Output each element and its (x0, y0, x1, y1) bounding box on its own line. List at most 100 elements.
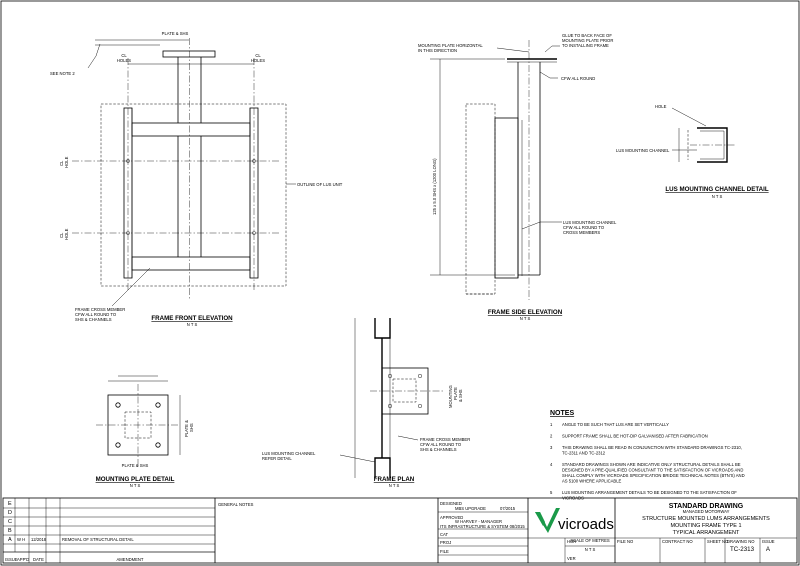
issue-value: A (766, 546, 771, 553)
rev-header-amendment: AMENDMENT (117, 557, 144, 562)
note-line: THIS DRAWING SHALL BE READ IN CONJUNCTIO… (562, 445, 742, 450)
plan-top-channel (374, 318, 391, 339)
label-cl-right: CL (255, 53, 261, 58)
label-side-plate-2: IN THIS DIRECTION (418, 48, 457, 53)
side-channel-box (494, 117, 519, 279)
label-channel-hole: HOLE (655, 104, 667, 109)
rev-header-appd: APP'D (17, 557, 29, 562)
rev-letter: D (8, 510, 12, 516)
side-elevation-scale: N T S (520, 316, 531, 321)
label-glue-2: MOUNTING PLATE PRIOR (562, 38, 613, 43)
label-plate-shs-front: PLATE & SHS (162, 31, 189, 36)
drawing-no-label: DRAWING NO (727, 539, 755, 544)
label-plan-plate-3: & SHS (458, 389, 463, 402)
label-holes-left: HOLES (117, 58, 131, 63)
label-holes-right: HOLES (251, 58, 265, 63)
side-elevation-title: FRAME SIDE ELEVATION (488, 309, 563, 316)
upper-cross-member (131, 122, 251, 137)
standard-drawing: STANDARD DRAWING (669, 503, 744, 510)
note-line: ANGLE TO BE SUCH THAT LUS ARE SET VERTIC… (562, 422, 669, 427)
label-see-note-2: SEE NOTE 2 (50, 71, 75, 76)
note-line: AS 5100 WHERE APPLICABLE (562, 479, 622, 484)
note-line: SUPPORT FRAME SHALL BE HOT-DIP GALVANISE… (562, 434, 708, 439)
rev-letter: E (8, 501, 12, 507)
drawing-no: TC-2313 (730, 546, 755, 553)
label-front-cross-2: CFW ALL ROUND TO (75, 312, 117, 317)
issue-label: ISSUE (762, 539, 775, 544)
hor-label: HOR (567, 539, 576, 544)
approved-label: APPROVED (440, 515, 463, 520)
rev-by: W H (17, 537, 25, 542)
front-elevation-scale: N T S (187, 322, 198, 327)
lus-channel-detail: HOLE LUS MOUNTING CHANNEL LUS MOUNTING C… (616, 104, 769, 199)
label-plan-cross-1: FRAME CROSS MEMBER (420, 437, 470, 442)
approved-org: ITS INFRASTRUCTURE & SYSTEM 08/2015 (440, 524, 525, 529)
rev-letter: A (8, 537, 12, 543)
rev-header-issue: ISSUE (5, 557, 18, 562)
channel-detail-scale: N T S (712, 194, 723, 199)
plate-detail-scale: N T S (130, 483, 141, 488)
title-line-3: TYPICAL ARRANGEMENT (673, 530, 740, 536)
channel-detail-title: LUS MOUNTING CHANNEL DETAIL (665, 186, 768, 193)
title-line-1: STRUCTURE MOUNTED LUMS ARRANGEMENTS (642, 516, 770, 522)
rev-amendment: REMOVAL OF STRUCTURAL DETAIL (62, 537, 134, 542)
approved-value: W HARVEY - MANAGER (455, 519, 502, 524)
label-shs-length: 125 x 5.0 SHS x (1200 LONG) (432, 158, 437, 215)
lower-cross-member (131, 256, 251, 271)
general-notes-label: GENERAL NOTES (218, 502, 254, 507)
label-front-cross-3: SHS & CHANNELS (75, 317, 112, 322)
designed-label: DESIGNED (440, 501, 462, 506)
top-plate (162, 50, 216, 58)
rev-letter: C (8, 519, 12, 525)
plan-plate (381, 367, 429, 415)
label-plan-plate-1: MOUNTING (448, 385, 453, 408)
label-outline-lus: OUTLINE OF LUS UNIT (297, 182, 343, 187)
frame-plan-scale: N T S (389, 483, 400, 488)
file-label: FILE (440, 549, 449, 554)
title-line-2: MOUNTING FRAME TYPE 1 (670, 523, 741, 529)
rev-date: 12/2018 (31, 537, 47, 542)
proj-label: PROJ (440, 540, 451, 545)
scale-value: N T S (585, 547, 596, 552)
frame-side-elevation: MOUNTING PLATE HORIZONTAL IN THIS DIRECT… (418, 33, 617, 321)
note-line: SHALL COMPLY WITH VICROADS SPECIFICATION… (562, 473, 745, 478)
scale-of-metres: SCALE OF METRES (570, 538, 610, 543)
label-side-channel-1: LUS MOUNTING CHANNEL (563, 220, 617, 225)
lus-outline (100, 103, 287, 287)
note-line: STANDARD DRAWINGS SHOWN ARE INDICATIVE O… (562, 462, 741, 467)
ver-label: VER (567, 556, 576, 561)
label-channel-name: LUS MOUNTING CHANNEL (616, 148, 670, 153)
contract-no-label: CONTRACT NO (662, 539, 693, 544)
label-cl-left: CL (121, 53, 127, 58)
label-glue-3: TO INSTALLING FRAME (562, 43, 609, 48)
label-hole-lower-cl: CL (59, 232, 64, 238)
label-plan-plate-2: PLATE (453, 387, 458, 400)
label-hole-lower: HOLE (64, 228, 69, 240)
managed-motorway: MANAGED MOTORWAY (683, 509, 730, 514)
label-cfw: CFW ALL ROUND (561, 76, 595, 81)
label-side-channel-2: CFW ALL ROUND TO (563, 225, 605, 230)
label-side-plate-1: MOUNTING PLATE HORIZONTAL (418, 43, 483, 48)
side-lus-outline (465, 103, 496, 295)
label-plate-side-1: PLATE & (184, 420, 189, 437)
label-plate-side-2: SHS (189, 423, 194, 432)
frame-front-elevation: PLATE & SHS SEE NOTE 2 CL HOLES CL HOLES… (50, 31, 343, 327)
label-plan-cross-3: SHS & CHANNELS (420, 447, 457, 452)
label-hole-upper: HOLE (64, 156, 69, 168)
plan-bottom-channel (374, 457, 391, 478)
note-number: 5 (550, 490, 553, 495)
label-front-cross-1: FRAME CROSS MEMBER (75, 307, 125, 312)
logo-text: vicroads (558, 516, 614, 533)
label-side-channel-3: CROSS MEMBERS (563, 230, 600, 235)
frame-plan-title: FRAME PLAN (374, 476, 415, 483)
designed-value: MBS UPGRADE (455, 506, 486, 511)
note-number: 3 (550, 445, 553, 450)
vicroads-logo: vicroads (535, 508, 614, 533)
front-elevation-title: FRAME FRONT ELEVATION (151, 315, 233, 322)
channel-section (697, 127, 728, 163)
note-line: DESIGNED BY A PRE-QUALIFIED CONSULTANT T… (562, 468, 743, 473)
sheet-no-label: SHEET NO (707, 539, 729, 544)
